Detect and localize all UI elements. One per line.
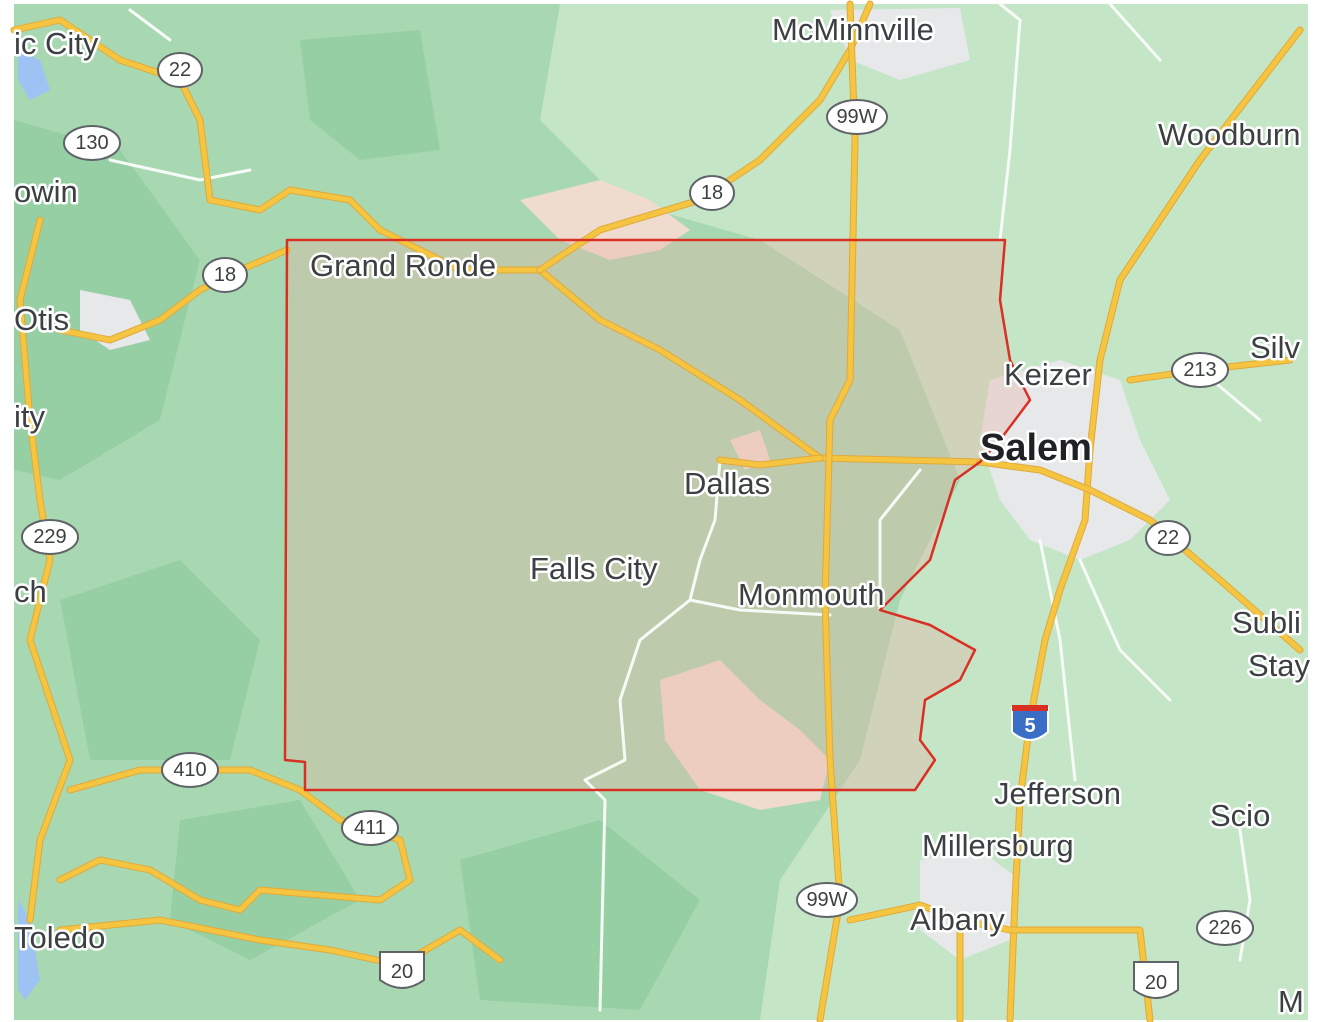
valley-lowlands: [540, 4, 1308, 1020]
shield-i5[interactable]: 5: [1011, 705, 1049, 741]
label-grand-ronde[interactable]: Grand Ronde: [308, 246, 499, 286]
svg-text:20: 20: [391, 961, 413, 983]
label-toledo[interactable]: Toledo: [12, 918, 108, 958]
shield-410[interactable]: 410: [161, 752, 219, 788]
label-ch-left[interactable]: ch: [12, 572, 50, 612]
svg-text:229: 229: [33, 526, 66, 548]
label-city-left[interactable]: ity: [12, 397, 49, 437]
shield-229[interactable]: 229: [21, 519, 79, 555]
svg-text:5: 5: [1024, 715, 1035, 737]
label-scio[interactable]: Scio: [1208, 796, 1273, 836]
label-woodburn[interactable]: Woodburn: [1156, 115, 1303, 155]
label-baldwin[interactable]: owin: [12, 172, 81, 212]
county-border: [283, 238, 1032, 792]
label-silverton[interactable]: Silv: [1248, 328, 1303, 368]
svg-text:22: 22: [169, 59, 191, 81]
label-keizer[interactable]: Keizer: [1002, 355, 1095, 395]
svg-text:213: 213: [1183, 359, 1216, 381]
place-labels: McMinnville Woodburn Keizer Salem Silv G…: [12, 10, 1314, 1022]
svg-text:99W: 99W: [836, 106, 877, 128]
label-m-corner[interactable]: M: [1276, 982, 1307, 1022]
svg-text:410: 410: [173, 759, 206, 781]
route-shields: 22 130 18 18 99W 213 229 22: [21, 52, 1254, 999]
label-sublimity[interactable]: Subli: [1230, 603, 1304, 643]
svg-text:226: 226: [1208, 917, 1241, 939]
svg-text:18: 18: [214, 264, 236, 286]
label-dallas[interactable]: Dallas: [682, 464, 773, 504]
label-city-top-left[interactable]: ic City: [12, 24, 102, 64]
label-salem[interactable]: Salem: [978, 425, 1095, 472]
shield-18-top[interactable]: 18: [689, 175, 735, 211]
svg-text:411: 411: [354, 817, 386, 839]
label-jefferson[interactable]: Jefferson: [992, 774, 1124, 814]
label-millersburg[interactable]: Millersburg: [920, 826, 1077, 866]
svg-text:20: 20: [1145, 972, 1167, 994]
svg-text:130: 130: [75, 132, 108, 154]
shield-us20-left[interactable]: 20: [379, 951, 425, 989]
shield-213[interactable]: 213: [1171, 352, 1229, 388]
svg-text:18: 18: [701, 182, 723, 204]
shield-99w-top[interactable]: 99W: [826, 99, 888, 135]
label-falls-city[interactable]: Falls City: [528, 549, 661, 589]
svg-text:99W: 99W: [806, 889, 847, 911]
shield-99w-bottom[interactable]: 99W: [796, 882, 858, 918]
label-mcminnville[interactable]: McMinnville: [770, 10, 937, 50]
shield-411[interactable]: 411: [341, 810, 399, 846]
shield-130[interactable]: 130: [63, 125, 121, 161]
county-fill: [285, 240, 1030, 790]
shield-22-top[interactable]: 22: [157, 52, 203, 88]
label-albany[interactable]: Albany: [908, 900, 1008, 940]
label-stayton[interactable]: Stay: [1246, 646, 1314, 686]
water-features: [18, 50, 50, 1000]
svg-text:22: 22: [1157, 527, 1179, 549]
label-otis[interactable]: Otis: [12, 300, 72, 340]
shield-18-left[interactable]: 18: [202, 257, 248, 293]
label-monmouth[interactable]: Monmouth: [736, 575, 887, 615]
shield-us20-right[interactable]: 20: [1133, 961, 1179, 999]
shield-226[interactable]: 226: [1196, 910, 1254, 946]
shield-22-right[interactable]: 22: [1145, 520, 1191, 556]
